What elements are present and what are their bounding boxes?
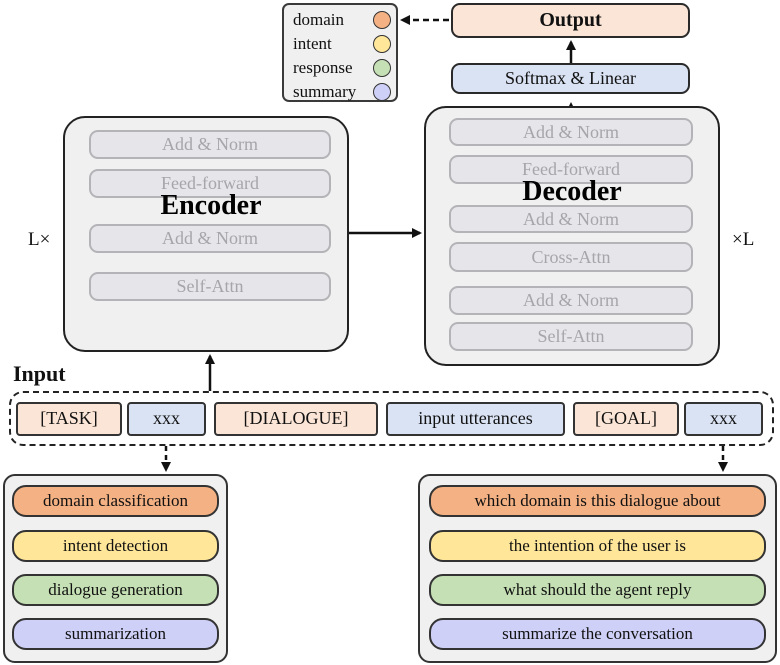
decoder-add-norm-1: Add & Norm: [449, 118, 693, 146]
decoder-add-norm-2: Add & Norm: [449, 205, 693, 233]
task-color-legend: domain intent response summary: [282, 3, 398, 102]
token-task: [TASK]: [16, 402, 122, 436]
decoder-title: Decoder: [522, 176, 622, 207]
task-option-summary: summarization: [12, 618, 219, 650]
encoder-title: Encoder: [160, 190, 262, 221]
input-sequence-frame: [9, 391, 774, 446]
task-option-response: dialogue generation: [12, 574, 219, 606]
token-task-value: xxx: [127, 402, 206, 436]
encoder-add-norm-top: Add & Norm: [89, 130, 331, 159]
legend-swatch-response: [373, 59, 391, 77]
encoder-repeat-label: L×: [28, 229, 51, 250]
legend-label-response: response: [293, 58, 353, 77]
goal-option-domain: which domain is this dialogue about: [429, 485, 766, 517]
token-input-utterances: input utterances: [386, 402, 565, 436]
token-goal: [GOAL]: [573, 402, 679, 436]
task-option-domain: domain classification: [12, 485, 219, 517]
legend-label-summary: summary: [293, 82, 357, 101]
input-title: Input: [13, 361, 66, 386]
decoder-self-attn: Self-Attn: [449, 322, 693, 351]
goal-option-intent: the intention of the user is: [429, 530, 766, 562]
decoder-add-norm-3: Add & Norm: [449, 286, 693, 315]
encoder-self-attn: Self-Attn: [89, 272, 331, 301]
legend-label-domain: domain: [293, 10, 344, 29]
task-option-intent: intent detection: [12, 530, 219, 562]
token-dialogue: [DIALOGUE]: [214, 402, 378, 436]
softmax-linear-box: Softmax & Linear: [451, 63, 690, 94]
token-goal-value: xxx: [684, 402, 763, 436]
legend-label-intent: intent: [293, 34, 332, 53]
legend-swatch-domain: [373, 11, 391, 29]
decoder-feed-forward: Feed-forward: [449, 155, 693, 184]
legend-swatch-intent: [373, 35, 391, 53]
legend-swatch-summary: [373, 83, 391, 101]
goal-option-summary: summarize the conversation: [429, 618, 766, 650]
decoder-cross-attn: Cross-Attn: [449, 242, 693, 272]
goal-option-response: what should the agent reply: [429, 574, 766, 606]
encoder-feed-forward: Feed-forward: [89, 169, 331, 198]
decoder-repeat-label: ×L: [732, 229, 755, 250]
encoder-add-norm-mid: Add & Norm: [89, 224, 331, 253]
output-box: Output: [451, 3, 690, 38]
